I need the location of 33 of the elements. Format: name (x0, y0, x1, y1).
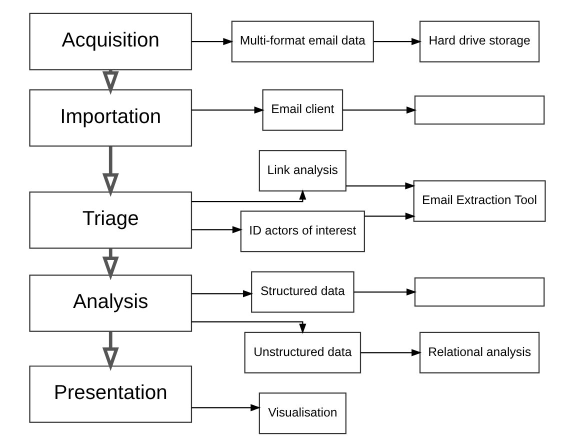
node-box: Presentation (28, 365, 192, 422)
node-box: Triage (28, 191, 192, 248)
arrow (191, 404, 260, 411)
arrow (345, 182, 415, 189)
node-box: Visualisation (258, 392, 346, 434)
arrow (342, 106, 416, 114)
node-box: Analysis (28, 274, 192, 332)
node-box: Importation (28, 88, 192, 146)
node-box (414, 94, 544, 124)
arrow (373, 38, 422, 45)
node-box: Link analysis (258, 149, 346, 191)
arrow (360, 348, 422, 356)
arrow (191, 320, 306, 334)
arrow (102, 146, 118, 196)
arrow (191, 226, 242, 233)
node-box: Unstructured data (244, 331, 361, 373)
arrow (191, 188, 306, 202)
node-box: Email Extraction Tool (412, 180, 546, 222)
node-box (414, 276, 544, 306)
arrow (102, 331, 118, 371)
node-box: Acquisition (28, 12, 192, 70)
node-box: ID actors of interest (240, 210, 364, 252)
arrow (191, 106, 264, 114)
arrow (353, 288, 416, 296)
node-box: Relational analysis (418, 331, 540, 373)
arrow (102, 248, 118, 280)
node-box: Structured data (250, 270, 354, 312)
arrow (191, 38, 233, 45)
node-box: Multi-format email data (230, 20, 374, 62)
arrow (191, 290, 253, 297)
node-box: Email client (262, 88, 343, 130)
node-box: Hard drive storage (418, 20, 540, 62)
arrow (364, 212, 415, 220)
